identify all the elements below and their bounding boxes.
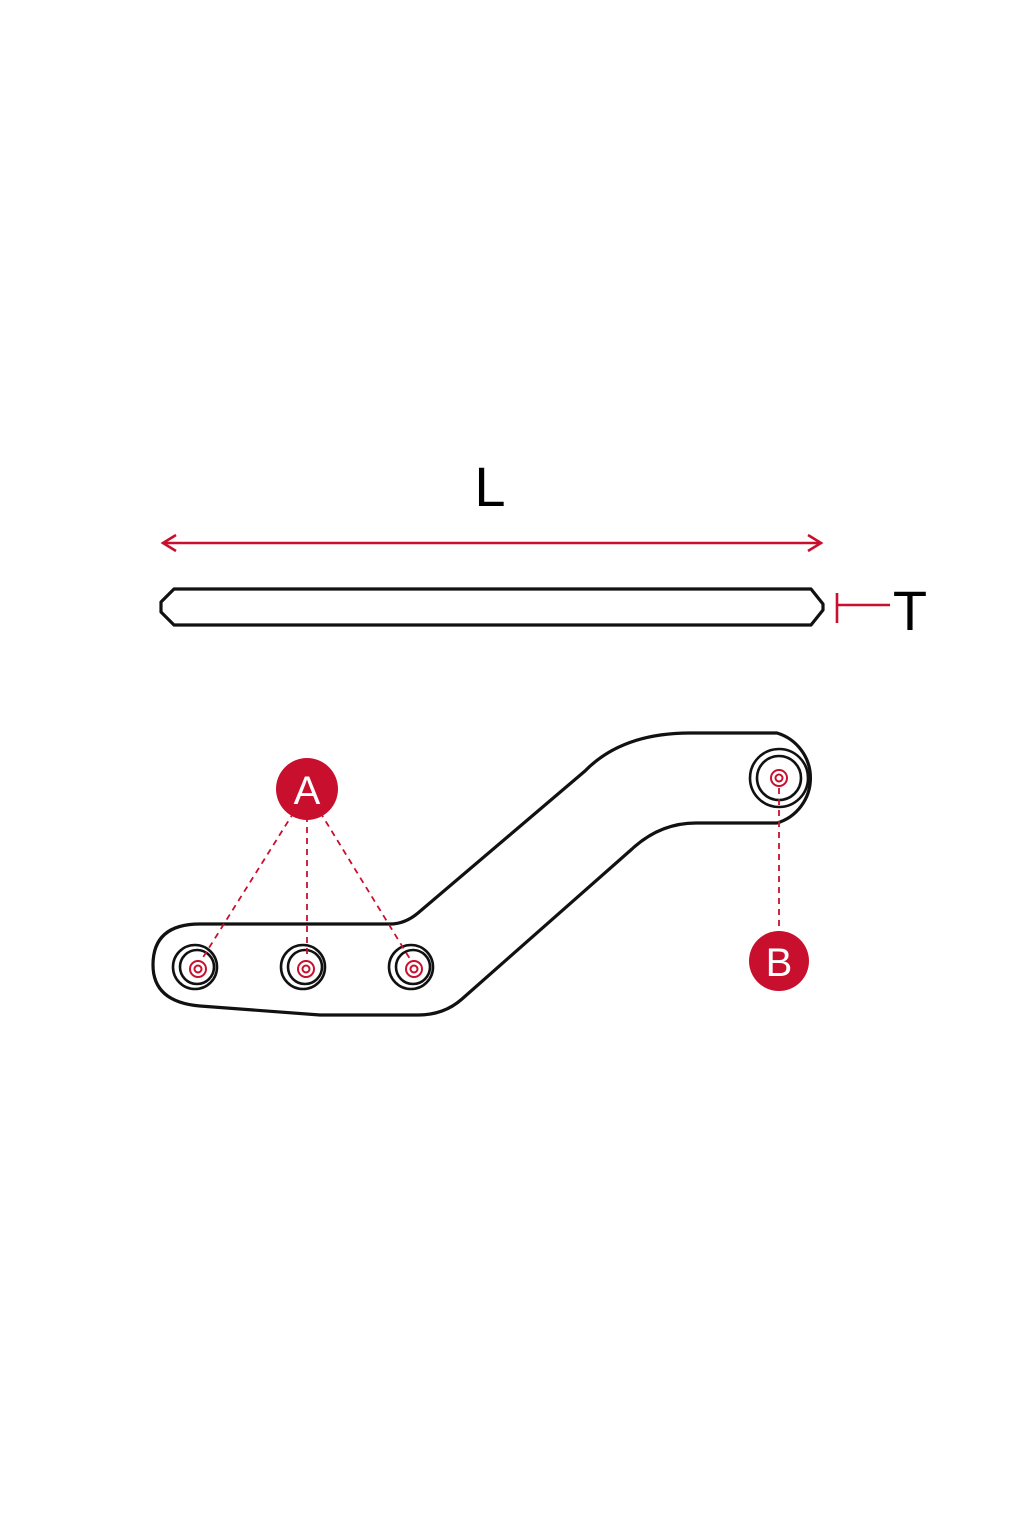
length-dimension: L	[160, 455, 824, 553]
hole-a-3	[387, 943, 435, 991]
callout-badge-a: A	[276, 758, 338, 820]
callout-a-label: A	[294, 769, 321, 813]
callout-a-leaders	[201, 811, 411, 960]
leader-a-1	[201, 811, 295, 960]
hole-b	[748, 747, 810, 809]
thickness-dimension: T	[835, 579, 927, 642]
length-label: L	[474, 455, 505, 518]
length-arrow-left	[160, 533, 177, 553]
callout-badge-b: B	[749, 931, 809, 991]
top-view-arm	[151, 731, 813, 1017]
callout-b-label: B	[766, 941, 793, 985]
hole-a-2	[279, 943, 327, 991]
length-arrow-right	[807, 533, 824, 553]
leader-a-3	[319, 811, 411, 960]
side-view-bar	[159, 587, 825, 627]
thickness-label: T	[893, 579, 927, 642]
hole-a-1	[171, 943, 219, 991]
